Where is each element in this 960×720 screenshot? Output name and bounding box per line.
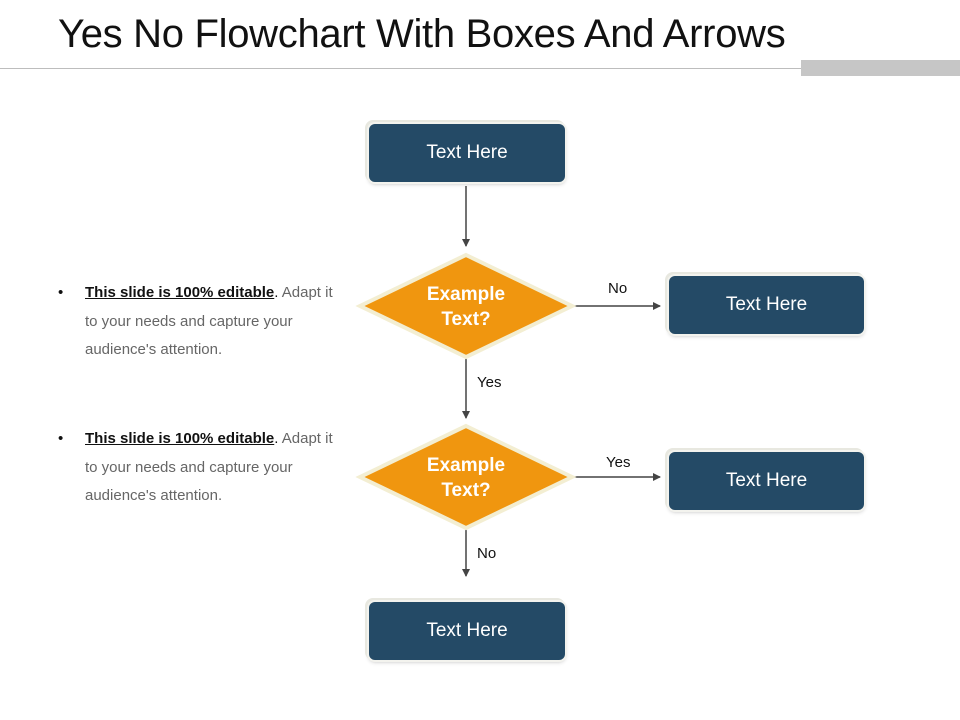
side-note-1-emphasis: This slide is 100% editable [85, 284, 275, 301]
decision-diamond-1[interactable] [355, 252, 577, 360]
decision-1-label: Example Text? [396, 282, 536, 332]
decision-1-label-line2: Text? [441, 309, 491, 330]
end-box-label: Text Here [426, 620, 508, 641]
yes-result-box-label: Text Here [725, 470, 808, 491]
edge-label-decision1-yes: Yes [477, 374, 502, 391]
bullet-icon: • [58, 284, 64, 301]
decision-2-label-line2: Text? [441, 480, 491, 501]
start-box[interactable]: Text Here [369, 124, 565, 182]
decision-2-label-line1: Example [426, 455, 506, 476]
start-box-label: Text Here [426, 142, 508, 163]
decision-1-label-line1: Example [426, 284, 506, 305]
side-note-2-emphasis: This slide is 100% editable [85, 430, 275, 447]
edge-label-decision2-no: No [477, 545, 497, 562]
slide-title: Yes No Flowchart With Boxes And Arrows [58, 12, 786, 56]
side-note-2: • This slide is 100% editable. Adapt it … [58, 425, 348, 511]
no-result-box-label: Text Here [725, 294, 808, 315]
edge-label-decision2-yes: Yes [606, 454, 631, 471]
side-note-2-text: Adapt it to your needs and capture your … [85, 430, 333, 504]
decision-diamond-2[interactable] [355, 423, 577, 531]
side-note-2-period: . [274, 430, 279, 447]
end-box[interactable]: Text Here [369, 602, 565, 660]
no-result-box[interactable]: Text Here [669, 276, 864, 334]
side-note-1-text: Adapt it to your needs and capture your … [85, 284, 333, 358]
edge-label-decision1-no: No [608, 280, 628, 297]
side-note-1-period: . [274, 284, 279, 301]
yes-result-box[interactable]: Text Here [669, 452, 864, 510]
decision-2-label: Example Text? [396, 453, 536, 503]
title-divider [0, 68, 960, 69]
title-accent-bar [801, 60, 960, 76]
side-note-1: • This slide is 100% editable. Adapt it … [58, 279, 348, 365]
bullet-icon: • [58, 430, 64, 447]
